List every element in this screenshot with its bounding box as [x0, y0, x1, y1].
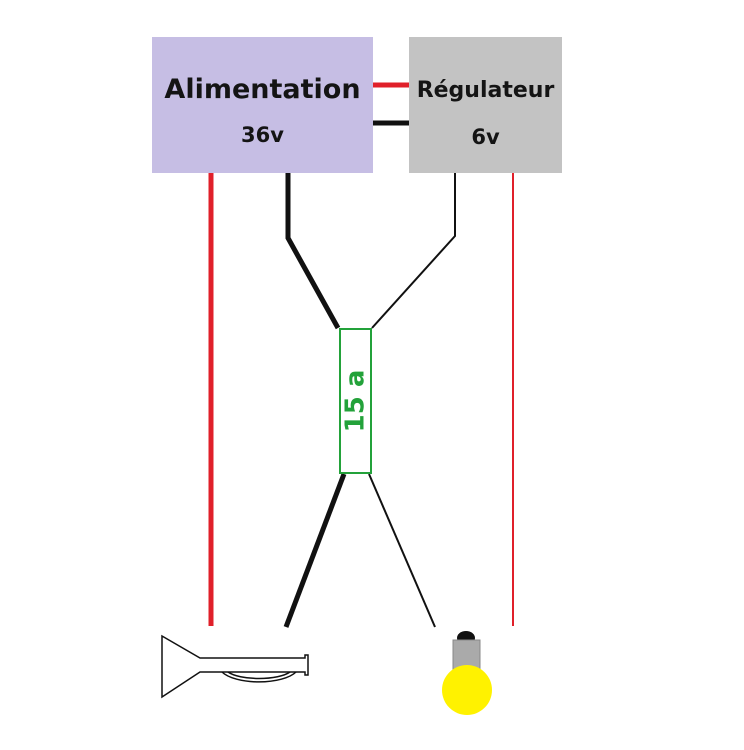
horn-wire: [283, 473, 347, 628]
horn-icon: [161, 634, 309, 699]
regulator-label: Régulateur: [416, 78, 555, 103]
bulb-wire: [368, 473, 436, 628]
psu-negative-wire: [285, 173, 341, 330]
regulator-voltage: 6v: [471, 125, 500, 149]
light-bulb-icon: [442, 631, 492, 715]
fuse: [339, 328, 372, 474]
power-supply-voltage: 36v: [241, 123, 284, 147]
regulator-negative-wire: [371, 173, 456, 329]
power-supply-label: Alimentation: [164, 74, 361, 105]
power-supply-box: Alimentation 36v: [152, 37, 373, 173]
regulator-box: Régulateur 6v: [409, 37, 562, 173]
fuse-label: 15 a: [341, 370, 371, 433]
